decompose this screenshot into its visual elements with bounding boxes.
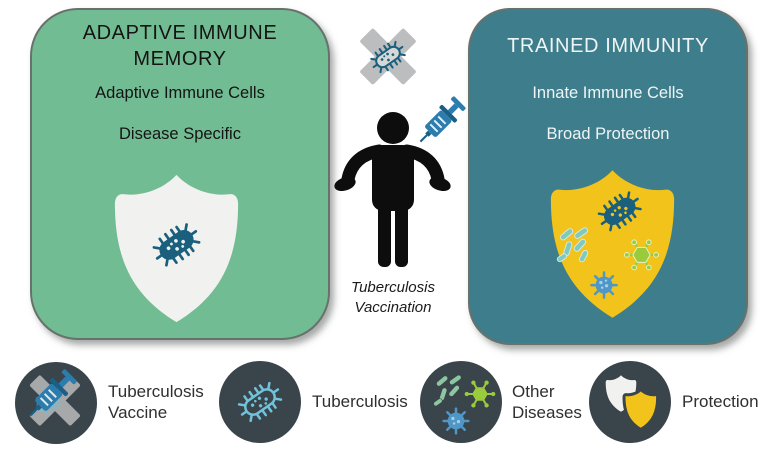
- legend-label: Tuberculosis Vaccine: [108, 382, 204, 422]
- other-diseases-icon: [420, 361, 502, 443]
- other-diseases-svg: [433, 374, 496, 435]
- right-panel-subtitle1: Innate Immune Cells: [532, 84, 684, 102]
- crossed-out-tb-icon: [360, 28, 416, 85]
- legend-label: Other Diseases: [512, 382, 582, 422]
- left-panel-subtitle1: Adaptive Immune Cells: [95, 84, 265, 102]
- tb-bacterium-icon: [219, 361, 301, 443]
- tb-bacterium-svg: [237, 381, 283, 423]
- blue-virus-icon: [590, 271, 618, 299]
- yellow-shield-icon: [540, 165, 685, 328]
- center-caption: Tuberculosis Vaccination: [351, 279, 435, 317]
- protection-shields-icon: [589, 361, 671, 443]
- rod-bacteria-icon: [433, 374, 462, 407]
- right-panel-subtitle2: Broad Protection: [546, 125, 670, 143]
- syringe-icon: [29, 369, 77, 417]
- rod-bacteria-icon: [556, 227, 589, 263]
- right-panel-title: TRAINED IMMUNITY: [507, 35, 709, 58]
- blue-virus-icon: [442, 407, 470, 435]
- tb-bacterium-icon: [597, 191, 642, 232]
- left-panel-subtitle2: Disease Specific: [119, 125, 241, 143]
- adaptive-immune-memory-panel: ADAPTIVE IMMUNE MEMORY Adaptive Immune C…: [30, 8, 330, 340]
- green-virus-icon: [464, 380, 496, 408]
- trained-immunity-panel: TRAINED IMMUNITY Innate Immune Cells Bro…: [468, 8, 748, 345]
- legend-label: Protection: [682, 392, 759, 411]
- syringe-icon: [419, 96, 466, 143]
- yellow-shield-svg: [550, 170, 675, 318]
- tb-vaccine-svg: [29, 369, 80, 426]
- person-icon: [334, 112, 451, 267]
- tb-vaccine-icon: [15, 362, 97, 444]
- green-virus-icon: [624, 239, 659, 271]
- legend-label: Tuberculosis: [312, 392, 408, 411]
- white-shield-icon: [104, 170, 249, 332]
- protection-shields-svg: [605, 375, 660, 432]
- tb-bacterium-icon: [370, 40, 406, 74]
- white-shield-svg: [114, 174, 239, 323]
- left-panel-title: ADAPTIVE IMMUNE MEMORY: [82, 22, 278, 70]
- yellow-shield-icon: [622, 387, 660, 432]
- tb-bacterium-icon: [152, 223, 201, 267]
